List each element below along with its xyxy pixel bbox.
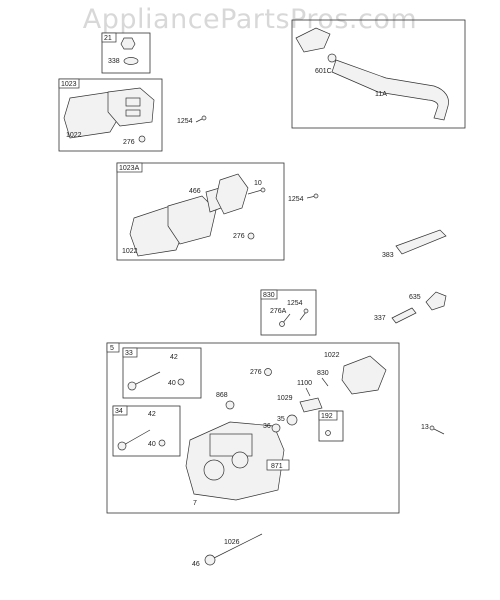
- box-192[interactable]: 192: [318, 410, 344, 442]
- cylinder-fins-icon: [209, 433, 253, 457]
- box-21[interactable]: 21 338: [101, 32, 151, 74]
- label-11a[interactable]: 11A: [375, 91, 387, 98]
- label-1022b[interactable]: 1022: [122, 248, 138, 255]
- label-466[interactable]: 466: [189, 188, 201, 195]
- screw-1254c-icon: [303, 308, 309, 314]
- part-21-icon: [120, 37, 136, 50]
- box-34-label: 34: [115, 408, 123, 415]
- part-192-icon: [325, 430, 331, 436]
- label-1029[interactable]: 1029: [277, 395, 293, 402]
- label-36[interactable]: 36: [263, 423, 271, 430]
- label-276a[interactable]: 276: [123, 139, 135, 146]
- label-276c[interactable]: 276: [250, 369, 262, 376]
- label-276a2[interactable]: 276A: [270, 308, 287, 315]
- label-868[interactable]: 868: [216, 392, 228, 399]
- coil-383-icon: [395, 229, 447, 255]
- box-33[interactable]: 33 42 40: [122, 347, 202, 399]
- coil-383[interactable]: 383: [382, 229, 447, 259]
- label-46[interactable]: 46: [192, 561, 200, 568]
- box-830-label: 830: [263, 292, 275, 299]
- part-40b-icon: [158, 439, 166, 447]
- screw-13[interactable]: 13: [421, 424, 445, 435]
- part-35-icon: [286, 414, 298, 426]
- label-830[interactable]: 830: [317, 370, 329, 377]
- label-338[interactable]: 338: [108, 58, 120, 65]
- box-21-label: 21: [104, 35, 112, 42]
- breather-icon: [295, 27, 331, 53]
- label-40b[interactable]: 40: [148, 441, 156, 448]
- screw-1254-b[interactable]: 1254: [288, 193, 319, 203]
- box-830[interactable]: 830 1254 276A: [260, 289, 317, 336]
- part-276b-icon: [247, 232, 255, 240]
- cover-10-icon: [215, 173, 249, 215]
- valve-34-icon: [117, 441, 127, 451]
- label-1026[interactable]: 1026: [224, 539, 240, 546]
- spark-plug-337-icon: [391, 307, 417, 324]
- bolt-10-icon: [260, 187, 266, 193]
- valve-33-icon: [127, 381, 137, 391]
- box-1023a-label: 1023A: [119, 165, 140, 172]
- part-46-icon: [204, 554, 216, 566]
- watermark: AppliancePartsPros.com: [82, 4, 418, 35]
- label-1254c[interactable]: 1254: [287, 300, 303, 307]
- label-42a[interactable]: 42: [170, 354, 178, 361]
- part-40a-icon: [177, 378, 185, 386]
- label-35[interactable]: 35: [277, 416, 285, 423]
- part-276-icon: [138, 135, 146, 143]
- box-air-tube[interactable]: 601C 11A: [291, 19, 466, 129]
- box-1023a[interactable]: 1023A 466 10 1022 276: [116, 162, 285, 261]
- label-871[interactable]: 871: [271, 463, 283, 470]
- part-276c-icon: [264, 368, 272, 376]
- valve-cover-icon: [107, 87, 155, 127]
- valve-cover-detail: [125, 97, 141, 107]
- part-338-icon: [123, 57, 139, 65]
- label-276b[interactable]: 276: [233, 233, 245, 240]
- valve-cover-b-icon: [167, 195, 217, 245]
- label-13[interactable]: 13: [421, 424, 429, 431]
- label-42b[interactable]: 42: [148, 411, 156, 418]
- screw-1254-a[interactable]: 1254: [177, 115, 207, 125]
- label-1100[interactable]: 1100: [297, 380, 312, 387]
- label-1254b[interactable]: 1254: [288, 196, 304, 203]
- label-40a[interactable]: 40: [168, 380, 176, 387]
- part-868-icon: [225, 400, 235, 410]
- box-1023-label: 1023: [61, 81, 77, 88]
- label-337[interactable]: 337: [374, 315, 386, 322]
- part-36-icon: [271, 423, 281, 433]
- tube-11a-icon: [331, 59, 449, 121]
- label-383[interactable]: 383: [382, 252, 394, 259]
- spark-plug-group[interactable]: 635 337: [374, 291, 447, 324]
- label-1022c[interactable]: 1022: [324, 352, 340, 359]
- rocker-1029-icon: [299, 397, 323, 413]
- dipstick-group[interactable]: 1026 46: [192, 533, 263, 568]
- label-601c[interactable]: 601C: [315, 68, 332, 75]
- label-1022a[interactable]: 1022: [66, 132, 82, 139]
- valve-cover-detail-2: [125, 109, 141, 117]
- stud-276a-icon: [279, 321, 285, 327]
- box-34[interactable]: 34 42 40: [112, 405, 181, 457]
- cylinder-port-icon: [203, 459, 225, 481]
- box-1023[interactable]: 1023 1022 276: [58, 78, 163, 152]
- clamp-601c-icon: [327, 53, 337, 63]
- label-10[interactable]: 10: [254, 180, 262, 187]
- label-7[interactable]: 7: [193, 500, 197, 507]
- box-33-label: 33: [125, 350, 133, 357]
- boot-635-icon: [425, 291, 447, 311]
- gasket-1022c-icon: [341, 355, 387, 395]
- label-1254a[interactable]: 1254: [177, 118, 193, 125]
- box-5[interactable]: 5 33 42 40 34 42 40 7: [106, 342, 400, 514]
- box-192-label: 192: [321, 413, 333, 420]
- box-5-label: 5: [110, 345, 114, 352]
- label-635[interactable]: 635: [409, 294, 421, 301]
- cylinder-port-2-icon: [231, 451, 249, 469]
